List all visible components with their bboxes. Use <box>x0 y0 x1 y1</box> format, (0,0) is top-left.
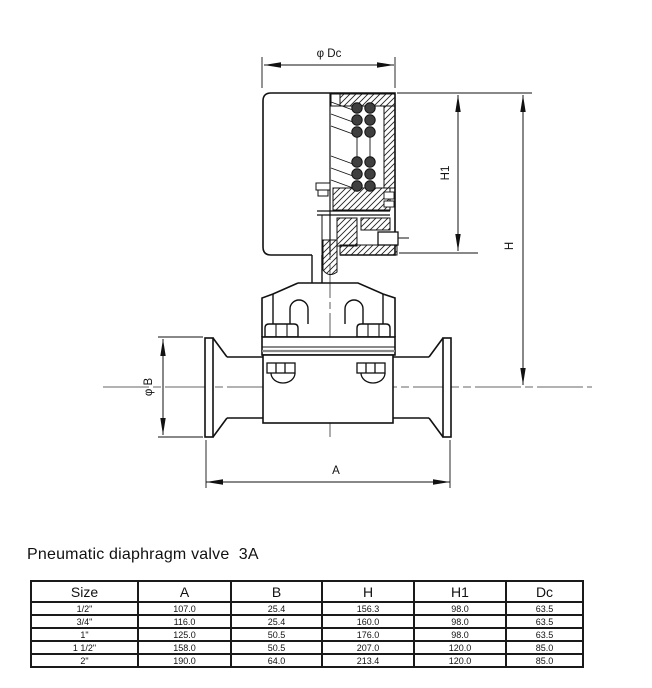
air-port <box>377 231 409 246</box>
ferrule-right <box>442 337 452 438</box>
table-row: 1 1/2" 158.0 50.5 207.0 120.0 85.0 <box>30 640 584 655</box>
col-header-a: A <box>137 580 232 603</box>
col-header-h1: H1 <box>413 580 507 603</box>
cell-b: 25.4 <box>230 614 323 629</box>
cell-h1: 120.0 <box>413 640 507 655</box>
col-header-size: Size <box>30 580 139 603</box>
dimension-phi-dc: φ Dc <box>261 48 396 88</box>
cell-h1: 98.0 <box>413 614 507 629</box>
drawing-title: Pneumatic diaphragm valve 3A <box>27 546 259 563</box>
cell-dc: 63.5 <box>505 614 584 629</box>
cell-dc: 85.0 <box>505 640 584 655</box>
bonnet-nuts <box>264 323 391 338</box>
cell-b: 50.5 <box>230 640 323 655</box>
cell-a: 190.0 <box>137 653 232 668</box>
cell-b: 25.4 <box>230 601 323 616</box>
dim-label-h1: H1 <box>440 166 452 181</box>
dimension-h1: H1 <box>397 92 532 254</box>
cell-size: 2" <box>30 653 139 668</box>
cell-size: 1" <box>30 627 139 642</box>
dim-label-dc: φ Dc <box>317 48 342 60</box>
cell-b: 50.5 <box>230 627 323 642</box>
col-header-h: H <box>321 580 415 603</box>
cell-h: 176.0 <box>321 627 415 642</box>
valve-stem <box>311 215 338 283</box>
dimension-table: Size A B H H1 Dc 1/2" 107.0 25.4 156.3 9… <box>30 580 584 668</box>
dim-label-h: H <box>504 242 516 250</box>
cell-dc: 63.5 <box>505 627 584 642</box>
cell-b: 64.0 <box>230 653 323 668</box>
clamp-ends <box>204 337 452 438</box>
cell-h: 207.0 <box>321 640 415 655</box>
table-row: 3/4" 116.0 25.4 160.0 98.0 63.5 <box>30 614 584 629</box>
table-header-row: Size A B H H1 Dc <box>30 580 584 603</box>
cell-h: 213.4 <box>321 653 415 668</box>
col-header-dc: Dc <box>505 580 584 603</box>
indicator-bolt <box>315 182 331 197</box>
cell-size: 1 1/2" <box>30 640 139 655</box>
yoke-arch-right <box>344 299 364 324</box>
col-header-b: B <box>230 580 323 603</box>
cell-dc: 85.0 <box>505 653 584 668</box>
spring-coil-sections <box>351 102 376 192</box>
dimension-h: H <box>504 95 526 385</box>
cell-h1: 98.0 <box>413 601 507 616</box>
valve-technical-drawing: φ Dc H1 H φ B <box>103 48 592 488</box>
cell-size: 3/4" <box>30 614 139 629</box>
dim-label-a: A <box>332 465 340 477</box>
cell-a: 125.0 <box>137 627 232 642</box>
dimension-a: A <box>205 440 451 488</box>
dim-label-b: φ B <box>143 378 155 397</box>
cell-h: 156.3 <box>321 601 415 616</box>
dimension-phi-b: φ B <box>143 336 203 438</box>
top-notch <box>330 93 341 107</box>
cell-h1: 98.0 <box>413 627 507 642</box>
cell-h: 160.0 <box>321 614 415 629</box>
diaphragm-flange <box>261 336 396 356</box>
body-bolts <box>266 362 386 384</box>
cell-a: 158.0 <box>137 640 232 655</box>
valve-body <box>261 336 396 424</box>
ferrule-left <box>204 337 214 438</box>
cell-a: 107.0 <box>137 601 232 616</box>
spring-assembly <box>330 101 376 192</box>
cell-h1: 120.0 <box>413 653 507 668</box>
yoke-arch-left <box>289 299 309 324</box>
table-row: 1/2" 107.0 25.4 156.3 98.0 63.5 <box>30 601 584 616</box>
cell-size: 1/2" <box>30 601 139 616</box>
cell-a: 116.0 <box>137 614 232 629</box>
cell-dc: 63.5 <box>505 601 584 616</box>
table-row: 1" 125.0 50.5 176.0 98.0 63.5 <box>30 627 584 642</box>
bonnet-yoke <box>261 282 396 338</box>
table-row: 2" 190.0 64.0 213.4 120.0 85.0 <box>30 653 584 668</box>
